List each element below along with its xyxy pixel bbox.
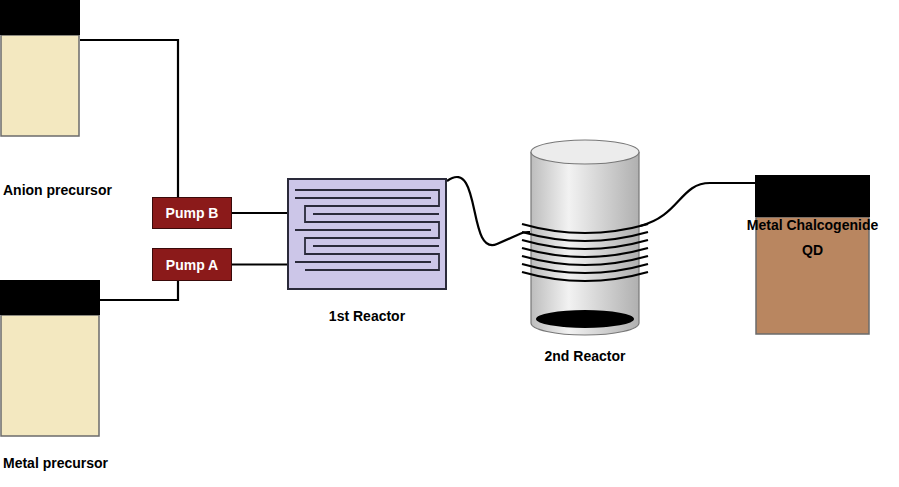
chip-body (288, 179, 446, 289)
serpentine-channel (295, 190, 439, 270)
tube-line (232, 212, 287, 214)
precursor-bottle: Metal precursor (0, 280, 100, 437)
tube-line (100, 281, 178, 300)
tube-line (80, 40, 178, 197)
cylinder-body (531, 152, 639, 335)
pump-label: Pump A (166, 257, 218, 273)
precursor-bottle-outline (0, 280, 100, 437)
bottle-cap (0, 0, 80, 35)
tube-line (232, 263, 287, 265)
microreactor-chip-outline (287, 178, 447, 290)
cylinder-base (536, 310, 634, 328)
pump-box: Pump B (152, 197, 232, 229)
precursor-bottle-outline (0, 0, 80, 137)
product-bottle: Metal Chalcogenide QD (755, 175, 870, 335)
cylinder-top (531, 140, 639, 164)
pump-box: Pump A (152, 248, 232, 281)
bottle-body (1, 315, 99, 436)
tube-coil (522, 224, 648, 281)
component-label: Metal Chalcogenide QD (738, 213, 888, 262)
bottle-body (756, 217, 869, 334)
precursor-bottle: Anion precursor (0, 0, 80, 137)
component-label: Metal precursor (3, 455, 108, 471)
coil-reactor: 2nd Reactor (530, 140, 640, 335)
pump-label: Pump B (166, 205, 219, 221)
coil-reactor-outline (530, 140, 640, 335)
bottle-cap (0, 280, 100, 315)
component-label: 2nd Reactor (545, 348, 626, 364)
component-label: Anion precursor (3, 182, 112, 198)
microreactor-chip: 1st Reactor (287, 178, 447, 290)
bottle-body (1, 35, 79, 136)
tube-line (447, 177, 530, 245)
tube-line (640, 183, 755, 226)
component-label: 1st Reactor (329, 308, 405, 324)
bottle-cap (755, 175, 870, 217)
